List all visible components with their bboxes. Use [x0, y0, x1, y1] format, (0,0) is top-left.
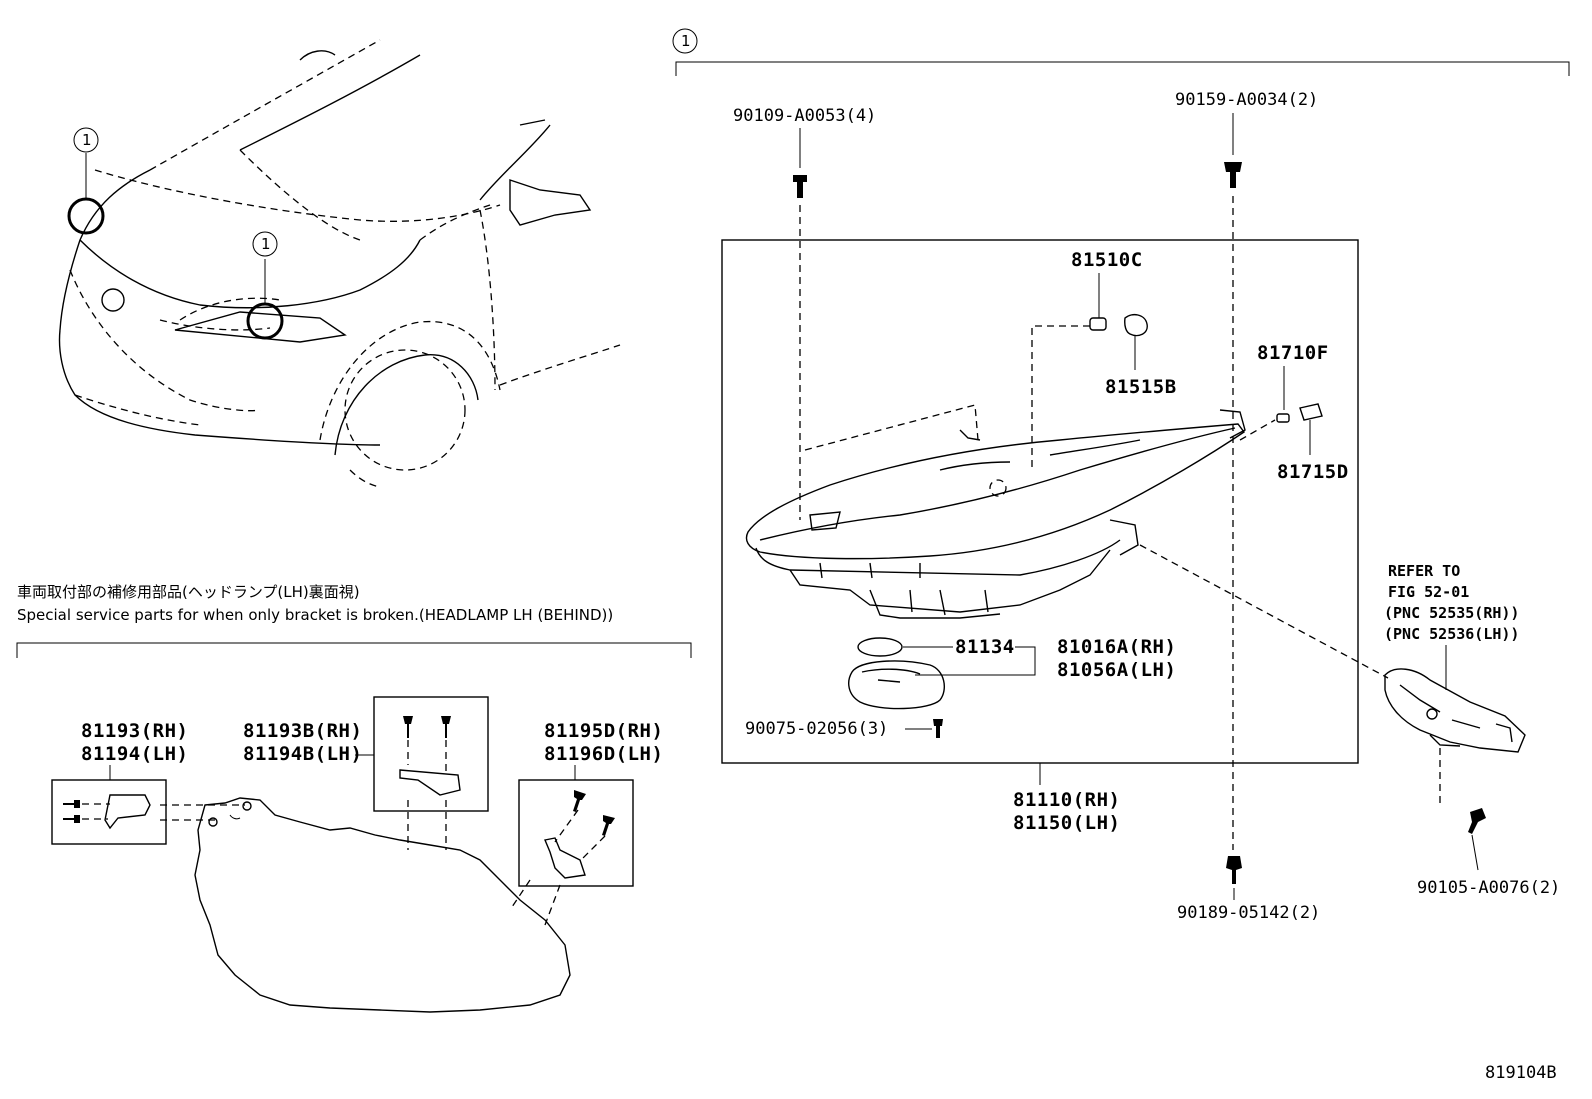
- socket-icon-81715D: [1299, 403, 1323, 421]
- part-label-81195D: 81195D(RH): [544, 720, 663, 742]
- headlamp-rear-outline: [194, 797, 571, 1013]
- refer-line-2: FIG 52-01: [1388, 583, 1469, 601]
- screw-icon-90105: [1468, 808, 1486, 834]
- part-label-90159: 90159-A0034(2): [1175, 90, 1318, 110]
- part-label-81056A: 81056A(LH): [1057, 659, 1176, 681]
- figure-id: 819104B: [1485, 1063, 1557, 1083]
- refer-line-1: REFER TO: [1388, 562, 1460, 580]
- part-label-81196D: 81196D(LH): [544, 743, 663, 765]
- bulb-icon-81710F: [1276, 413, 1290, 423]
- part-label-81710F: 81710F: [1257, 342, 1329, 364]
- screw-icon-90075: [933, 719, 943, 738]
- headlamp-bracket: 90105-A0076(2): [1384, 668, 1560, 898]
- service-note-english: Special service parts for when only brac…: [17, 606, 613, 624]
- screw-icon-90109: [793, 175, 807, 198]
- part-label-81515B: 81515B: [1105, 376, 1177, 398]
- bracket-a-box: [51, 779, 167, 845]
- part-label-81193: 81193(RH): [81, 720, 188, 742]
- part-label-81194B: 81194B(LH): [243, 743, 362, 765]
- part-label-90189: 90189-05142(2): [1177, 903, 1320, 923]
- ballast-module: [848, 660, 946, 710]
- bracket-b-box: [373, 696, 489, 812]
- headlamp-unit: [745, 404, 1246, 619]
- car-front-illustration: 1 1: [58, 39, 621, 488]
- headlamp-location-marker-2: [246, 302, 284, 340]
- bracket-c-box: [518, 779, 634, 887]
- part-label-90109: 90109-A0053(4): [733, 106, 876, 126]
- service-note-japanese: 車両取付部の補修用部品(ヘッドランプ(LH)裏面視): [17, 583, 360, 601]
- part-label-81016A: 81016A(RH): [1057, 636, 1176, 658]
- part-label-81110: 81110(RH): [1013, 789, 1120, 811]
- refer-line-4: (PNC 52536(LH)): [1384, 625, 1519, 643]
- part-label-81150: 81150(LH): [1013, 812, 1120, 834]
- callout-label-assembly: 1: [681, 32, 691, 50]
- service-parts-section: 車両取付部の補修用部品(ヘッドランプ(LH)裏面視) Special servi…: [16, 583, 692, 1013]
- gasket-ring-81134: [857, 637, 903, 657]
- part-label-81193B: 81193B(RH): [243, 720, 362, 742]
- part-label-81715D: 81715D: [1277, 461, 1349, 483]
- screw-icon-90159: [1224, 162, 1242, 188]
- screw-icon-90189: [1226, 856, 1242, 884]
- assembly-group: 1 90109-A0053(4) 90159-A0034(2) 81510C 8…: [672, 28, 1570, 923]
- assembly-box: [721, 239, 1359, 764]
- refer-line-3: (PNC 52535(RH)): [1384, 604, 1519, 622]
- part-label-81134: 81134: [955, 636, 1015, 658]
- part-label-90105: 90105-A0076(2): [1417, 878, 1560, 898]
- part-label-90075: 90075-02056(3): [745, 719, 888, 739]
- socket-icon-81515B: [1124, 313, 1148, 337]
- callout-label-car-1: 1: [82, 131, 92, 149]
- part-label-81510C: 81510C: [1071, 249, 1143, 271]
- refer-note: REFER TO FIG 52-01 (PNC 52535(RH)) (PNC …: [1384, 562, 1519, 690]
- part-label-81194: 81194(LH): [81, 743, 188, 765]
- callout-label-car-2: 1: [261, 235, 271, 253]
- bulb-icon-81510C: [1089, 317, 1107, 331]
